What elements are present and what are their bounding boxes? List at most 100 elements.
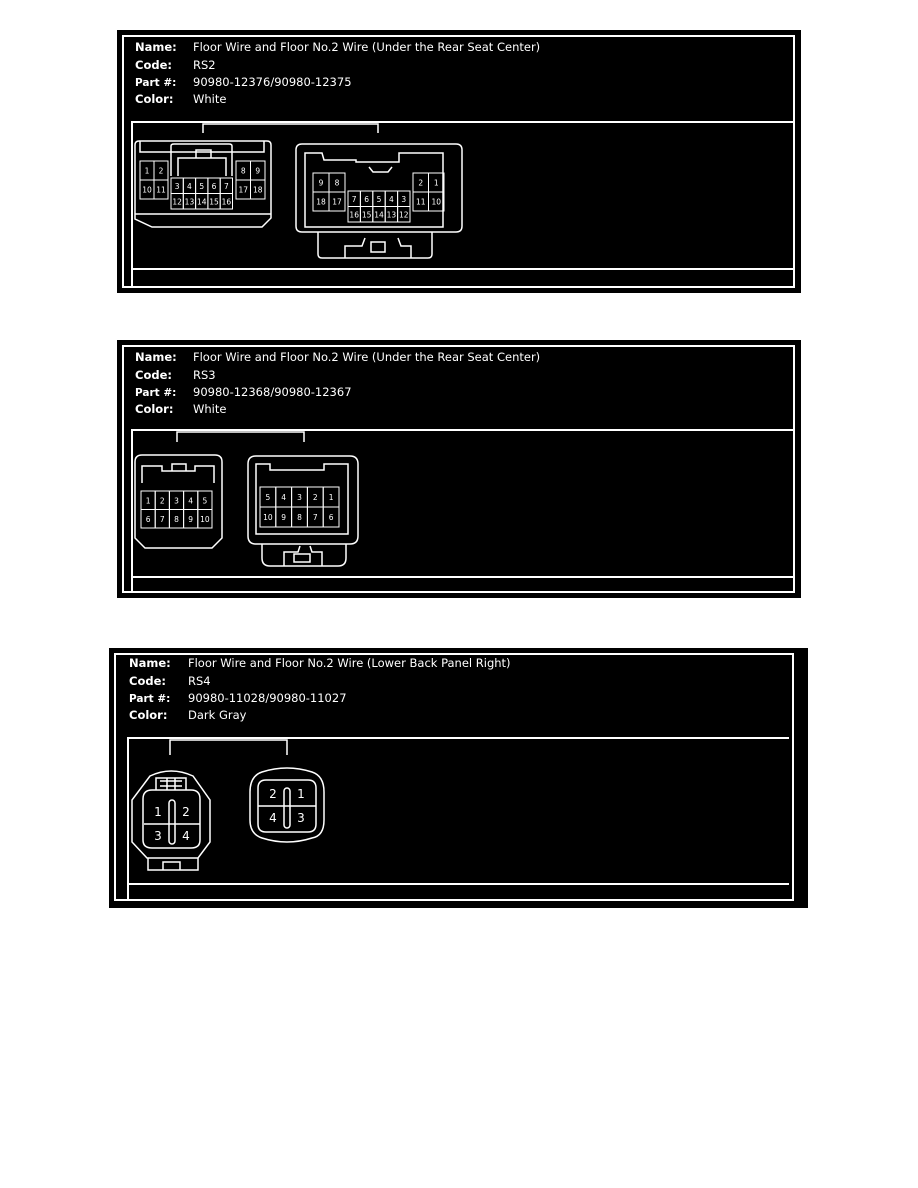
pin-number: 13 [185, 197, 195, 206]
pin-number: 8 [335, 179, 340, 188]
connector-outline-rs2-female [134, 140, 272, 228]
pin-number: 3 [297, 493, 302, 502]
pin-number: 5 [377, 195, 382, 204]
pin-cell [328, 191, 346, 212]
pin-number: 1 [297, 787, 305, 801]
pin-number: 6 [329, 513, 334, 522]
pin-number: 6 [364, 195, 369, 204]
name-label: Name: [135, 40, 177, 54]
part-label: Part #: [129, 693, 171, 705]
pin-number: 2 [269, 787, 277, 801]
pin-number: 9 [188, 515, 193, 524]
part-number: 90980-12368/90980-12367 [193, 385, 352, 399]
pin-cell [219, 193, 233, 210]
pin-number: 2 [313, 493, 318, 502]
connector-color: White [193, 402, 227, 416]
pin-cell [153, 179, 169, 200]
pin-number: 3 [401, 195, 406, 204]
diagram-area [127, 737, 789, 899]
pin-number: 2 [159, 167, 164, 176]
pin-number: 5 [203, 496, 208, 505]
connector-color: Dark Gray [188, 708, 247, 722]
pin-number: 15 [362, 210, 372, 219]
code-label: Code: [135, 58, 172, 72]
diagram-area [131, 121, 793, 286]
connector-name: Floor Wire and Floor No.2 Wire (Under th… [193, 40, 541, 54]
pin-number: 10 [263, 513, 273, 522]
pin-number: 16 [222, 197, 232, 206]
pin-number: 3 [175, 182, 180, 191]
pin-number: 8 [241, 167, 246, 176]
bracket-line [169, 739, 288, 755]
pin-number: 3 [174, 496, 179, 505]
pin-number: 17 [332, 198, 342, 207]
connector-panel-rs2: Name: Floor Wire and Floor No.2 Wire (Und… [117, 30, 801, 293]
connector-panel-rs4: Name:Floor Wire and Floor No.2 Wire (Low… [109, 648, 808, 908]
pin-number: 8 [297, 513, 302, 522]
pin-number: 12 [399, 210, 409, 219]
connector-outline-rs4-female [131, 770, 211, 871]
pin-number: 10 [142, 186, 152, 195]
pin-number: 14 [197, 197, 207, 206]
pin-number: 11 [416, 198, 426, 207]
part-number: 90980-12376/90980-12375 [193, 75, 352, 89]
pin-number: 10 [431, 198, 441, 207]
pin-number: 7 [224, 182, 229, 191]
part-label: Part #: [135, 77, 177, 89]
pin-cell [322, 506, 340, 528]
pin-number: 9 [255, 167, 260, 176]
pin-number: 1 [434, 179, 439, 188]
pin-number: 11 [156, 186, 166, 195]
pin-number: 6 [212, 182, 217, 191]
part-label: Part #: [135, 387, 177, 399]
pin-number: 2 [418, 179, 423, 188]
pin-number: 1 [154, 805, 162, 819]
pin-number: 15 [209, 197, 219, 206]
pin-number: 3 [154, 829, 162, 843]
connector-panel-rs3: Name: Floor Wire and Floor No.2 Wire (Und… [117, 340, 801, 598]
pin-number: 18 [316, 198, 326, 207]
pin-number: 9 [319, 179, 324, 188]
color-label: Color: [135, 402, 174, 416]
connector-outline-rs4-male [249, 767, 325, 843]
pin-cell [428, 191, 445, 212]
pin-number: 4 [389, 195, 394, 204]
pin-number: 1 [146, 496, 151, 505]
connector-outline-rs3-female [134, 454, 223, 549]
bracket-line [202, 123, 379, 133]
color-label: Color: [129, 708, 168, 722]
bracket-line [176, 431, 305, 442]
pin-number: 7 [352, 195, 357, 204]
pin-cell [397, 206, 411, 223]
pin-number: 9 [281, 513, 286, 522]
pin-number: 12 [172, 197, 182, 206]
code-label: Code: [129, 674, 166, 688]
connector-code: RS4 [188, 674, 211, 688]
pin-number: 6 [146, 515, 151, 524]
connector-outline-rs3-male [247, 455, 359, 567]
pin-cell [197, 509, 213, 529]
pin-number: 5 [266, 493, 271, 502]
pin-number: 18 [253, 186, 263, 195]
pin-number: 7 [160, 515, 165, 524]
pin-number: 7 [313, 513, 318, 522]
pin-number: 5 [199, 182, 204, 191]
pin-number: 4 [182, 829, 190, 843]
pin-cell [250, 179, 266, 200]
pin-number: 14 [374, 210, 384, 219]
part-number: 90980-11028/90980-11027 [188, 691, 347, 705]
pin-number: 2 [182, 805, 190, 819]
name-label: Name: [129, 656, 171, 670]
pin-number: 4 [188, 496, 193, 505]
pin-number: 2 [160, 496, 165, 505]
pin-number: 1 [145, 167, 150, 176]
pin-number: 4 [281, 493, 286, 502]
name-label: Name: [135, 350, 177, 364]
connector-color: White [193, 92, 227, 106]
pin-number: 8 [174, 515, 179, 524]
pin-number: 3 [297, 811, 305, 825]
diagram-area [131, 429, 793, 591]
connector-name: Floor Wire and Floor No.2 Wire (Under th… [193, 350, 541, 364]
pin-number: 4 [269, 811, 277, 825]
